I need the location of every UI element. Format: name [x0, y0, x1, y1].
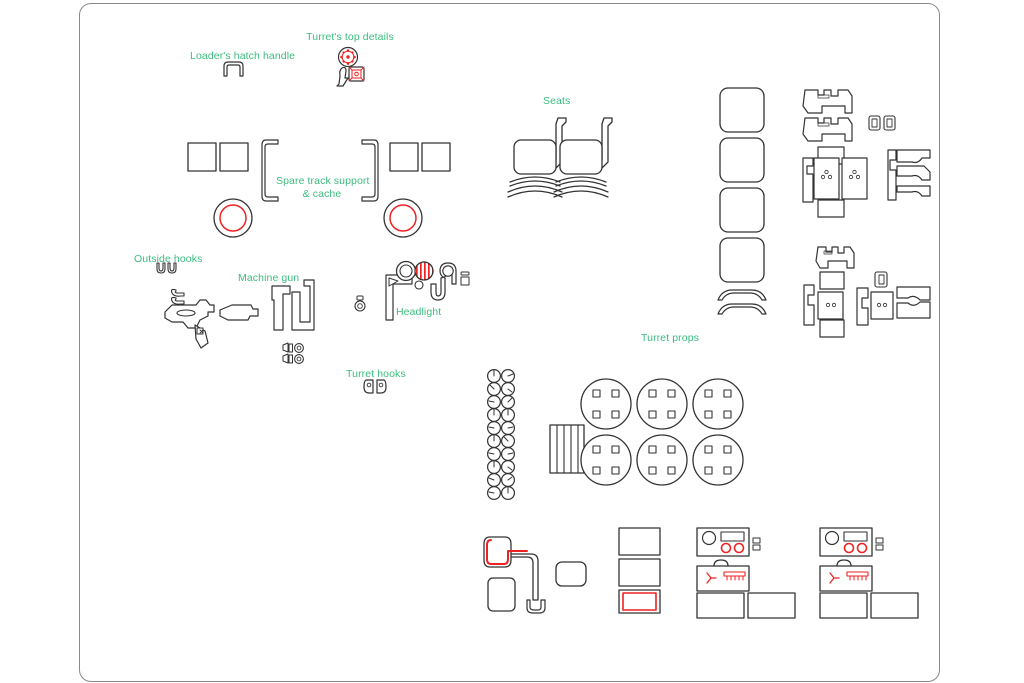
label-spare-track-support: Spare track support & cache: [276, 175, 370, 200]
label-loaders-hatch-handle: Loader's hatch handle: [190, 50, 296, 62]
label-turrets-top-details: Turret's top details: [306, 31, 394, 43]
sheet-border: [79, 3, 940, 682]
label-turret-hooks: Turret hooks: [346, 368, 406, 380]
label-machine-gun: Machine gun: [238, 272, 300, 284]
label-seats: Seats: [543, 95, 571, 107]
label-turret-props: Turret props: [641, 332, 699, 344]
label-outside-hooks: Outside hooks: [134, 253, 203, 265]
label-headlight: Headlight: [396, 306, 442, 318]
